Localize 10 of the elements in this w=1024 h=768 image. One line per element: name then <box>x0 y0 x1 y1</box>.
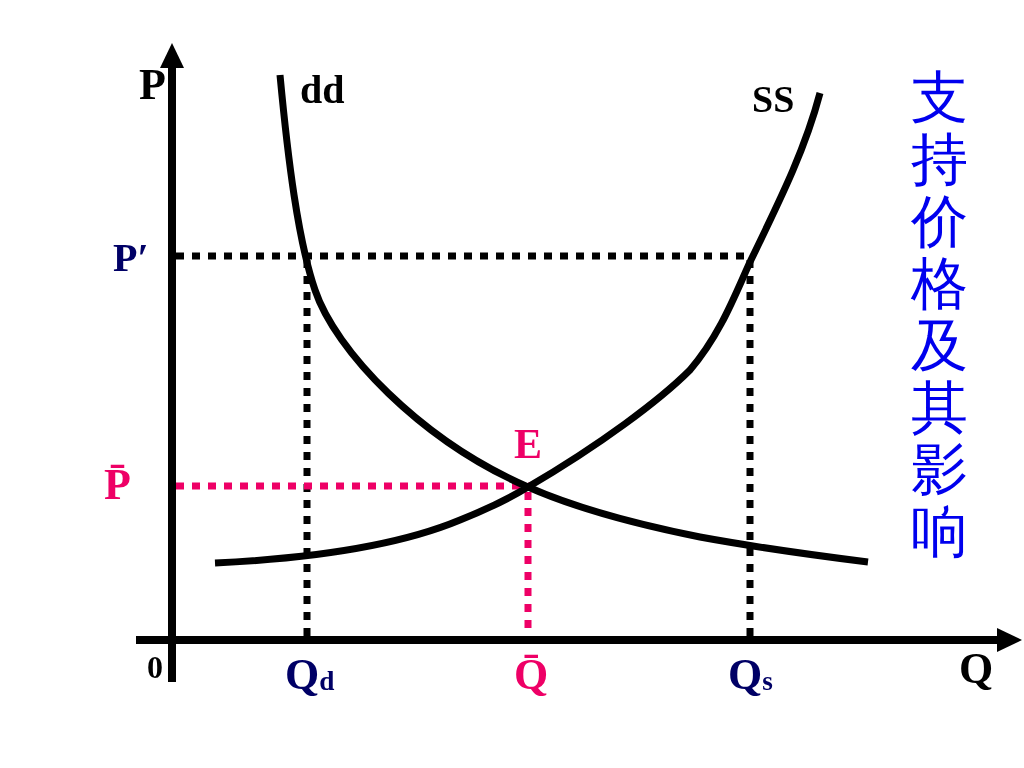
origin-label: 0 <box>147 651 163 684</box>
curve-label: dd <box>300 70 345 111</box>
point-label: E <box>514 422 542 465</box>
quantity-label: Q̄ <box>514 653 549 698</box>
price-label: P̄ <box>104 463 131 508</box>
curve-label: SS <box>752 80 795 119</box>
axis-label: P <box>139 63 166 108</box>
axis-label: Q <box>959 647 994 692</box>
price-label: P′ <box>113 238 149 279</box>
title: 支持价格及其影响 <box>909 66 969 562</box>
